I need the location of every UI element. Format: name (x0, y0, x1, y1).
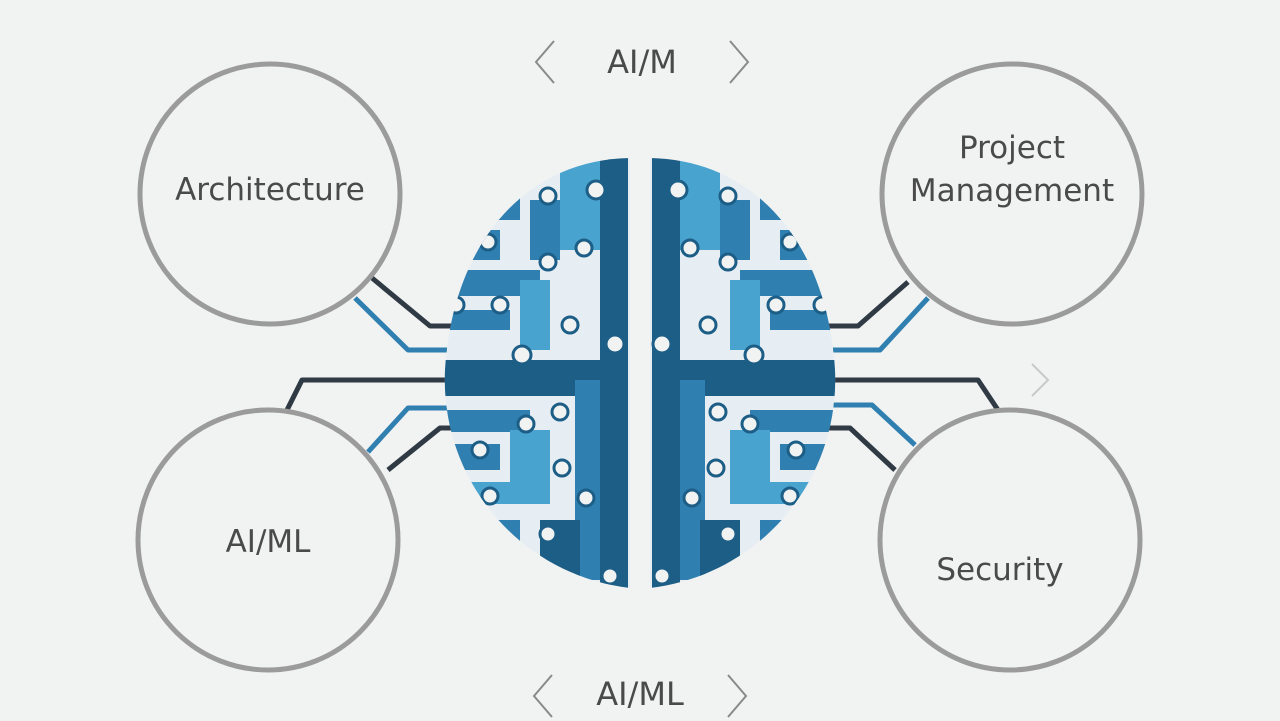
node-circle-project-management[interactable] (879, 61, 1145, 327)
connector-line (828, 377, 1001, 412)
connectors (284, 276, 1001, 472)
bottom-nav: AI/ML (528, 668, 752, 720)
chevron-right-icon[interactable] (722, 671, 752, 721)
node-label-security: Security (936, 552, 1064, 588)
connector-line (366, 405, 452, 454)
node-label-aiml: AI/ML (225, 524, 311, 560)
node-circle-aiml[interactable] (135, 407, 401, 673)
chevron-left-icon[interactable] (528, 671, 558, 721)
connector-line (828, 402, 917, 447)
node-label-project-management-line1: Project (958, 130, 1066, 166)
chevron-right-icon[interactable] (724, 37, 754, 87)
chevron-left-icon[interactable] (530, 37, 560, 87)
top-nav-label: AI/M (607, 43, 677, 81)
bottom-nav-label: AI/ML (596, 675, 684, 713)
node-label-architecture: Architecture (175, 172, 365, 208)
top-nav: AI/M (530, 34, 754, 90)
node-label-project-management-line2: Management (909, 173, 1115, 209)
connector-line (284, 377, 452, 412)
node-circle-security[interactable] (877, 407, 1143, 673)
circuit-brain-icon (444, 158, 836, 588)
chevron-right-icon (1031, 363, 1050, 397)
node-circle-architecture[interactable] (137, 61, 403, 327)
